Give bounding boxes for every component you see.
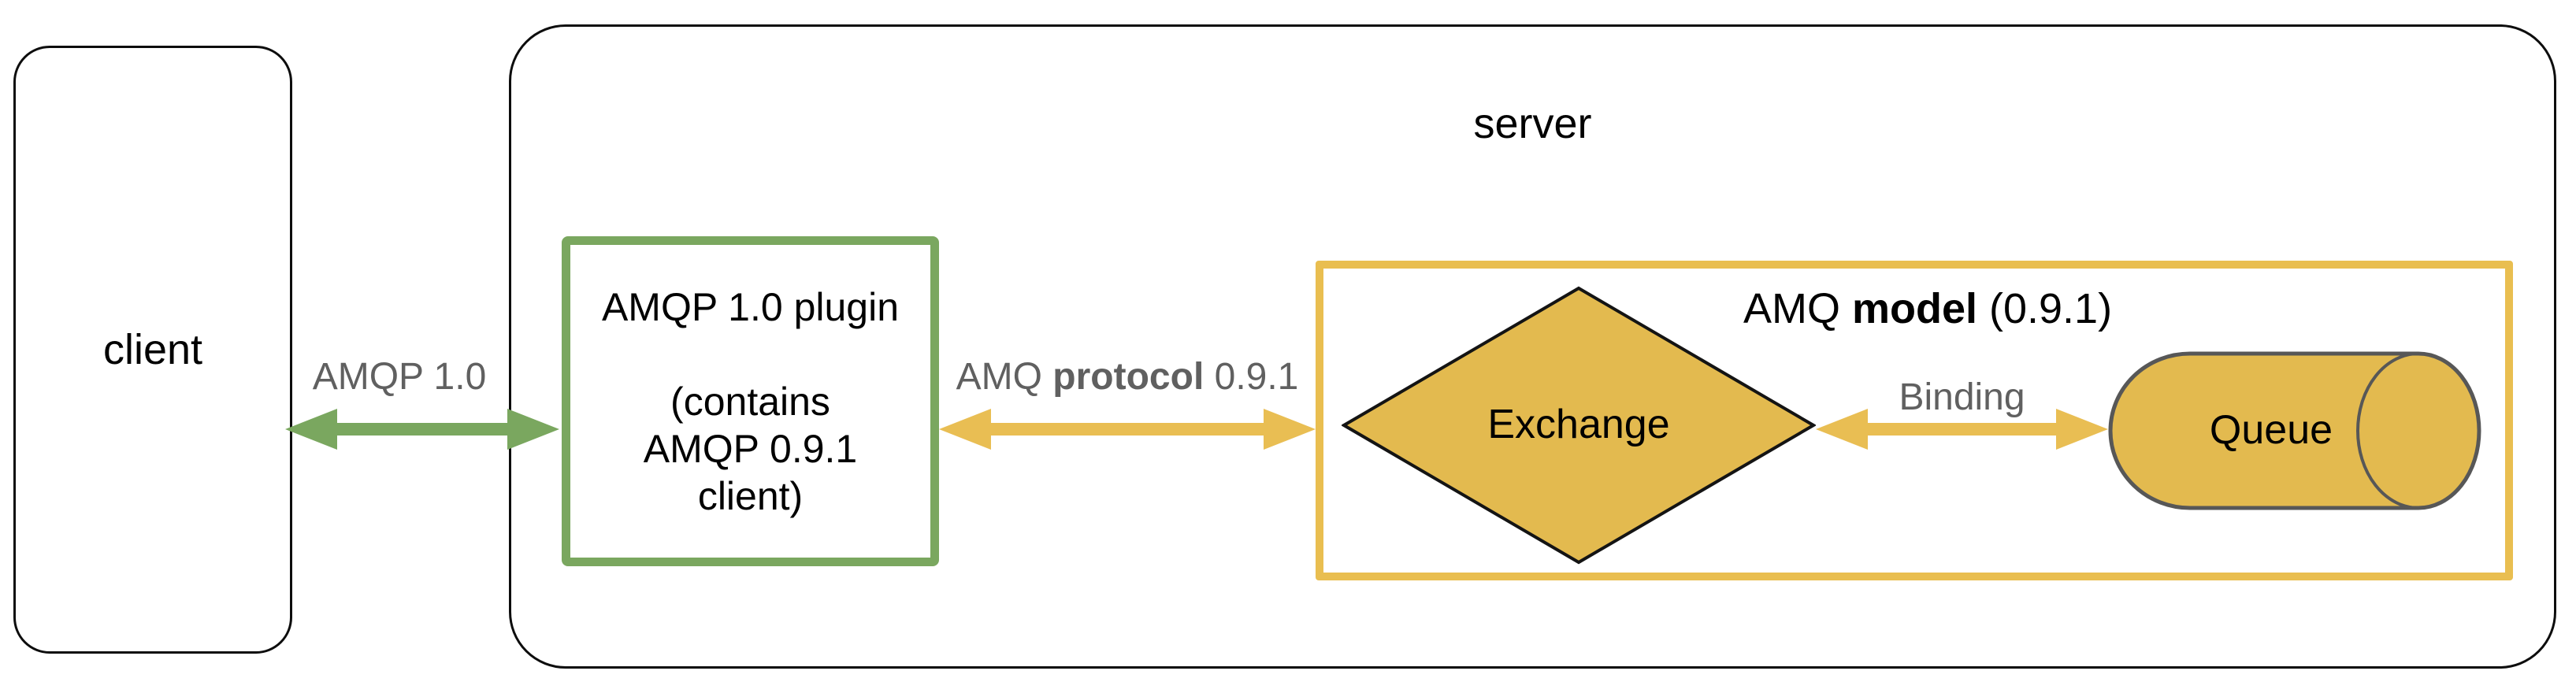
- plugin-label-line: AMQP 1.0 plugin: [601, 284, 900, 329]
- amq-protocol-label-prefix: AMQ: [956, 356, 1053, 398]
- client-box: client: [13, 46, 292, 654]
- plugin-label-line: (contains: [670, 379, 830, 424]
- amqp10-arrow-icon: [285, 409, 559, 450]
- amq-model-title-suffix: (0.9.1): [1977, 285, 2113, 332]
- server-label: server: [1473, 100, 1592, 147]
- binding-arrow-icon: [1816, 409, 2108, 450]
- queue-label: Queue: [2209, 407, 2333, 453]
- amq-model-title-bold: model: [1851, 285, 1977, 332]
- queue-cylinder: [2108, 351, 2481, 510]
- amq-protocol-connection-label: AMQ protocol 0.9.1: [939, 356, 1316, 398]
- plugin-label-line: AMQP 0.9.1: [643, 426, 858, 471]
- amqp10-plugin-box: AMQP 1.0 plugin (contains AMQP 0.9.1 cli…: [562, 236, 939, 566]
- client-label: client: [102, 326, 203, 373]
- exchange-diamond: [1342, 286, 1816, 565]
- exchange-label: Exchange: [1487, 402, 1670, 447]
- amq-model-title: AMQ model (0.9.1): [1683, 287, 2172, 330]
- amq-model-title-prefix: AMQ: [1743, 285, 1852, 332]
- amq-protocol-arrow-icon: [939, 409, 1316, 450]
- binding-connection-label: Binding: [1899, 376, 2025, 418]
- plugin-label-line: client): [697, 473, 804, 518]
- amq-protocol-label-suffix: 0.9.1: [1204, 356, 1299, 398]
- amq-protocol-label-bold: protocol: [1052, 356, 1204, 398]
- amqp10-connection-label: AMQP 1.0: [312, 356, 487, 398]
